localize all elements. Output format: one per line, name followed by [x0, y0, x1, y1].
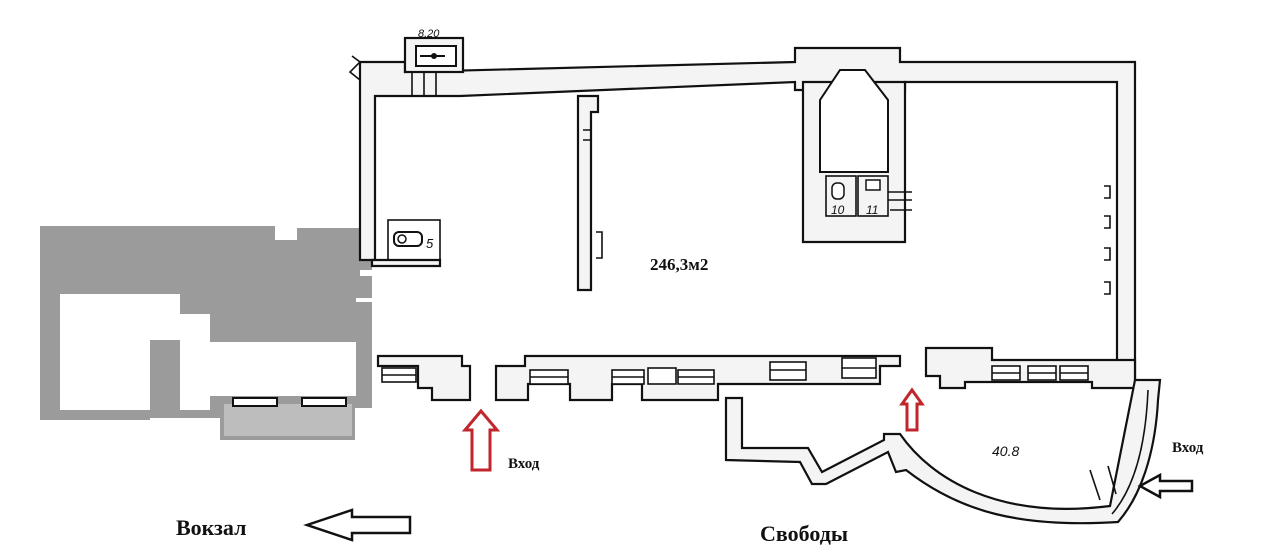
- entrance-label-left: Вход: [508, 456, 540, 472]
- room-11-label: 11: [866, 203, 878, 217]
- direction-arrow-left-icon: [303, 508, 412, 542]
- stair-box: 8.20: [348, 28, 465, 96]
- bay-extension: [724, 378, 1162, 525]
- entrance-arrow-left-icon: [461, 408, 501, 472]
- entrance-label-right: Вход: [1172, 440, 1204, 456]
- stair-dimension: 8.20: [418, 28, 440, 40]
- bay-area-label: 40.8: [992, 443, 1019, 459]
- adjacent-building: [40, 226, 372, 440]
- street-label-svobody: Свободы: [760, 521, 848, 546]
- room-5-label: 5: [426, 236, 434, 251]
- entrance-arrow-right-icon: [899, 387, 925, 432]
- main-area-label: 246,3м2: [650, 255, 708, 274]
- direction-arrow-right-icon: [1137, 472, 1194, 500]
- street-label-vokzal: Вокзал: [176, 515, 246, 540]
- exterior-walls: [358, 46, 1137, 382]
- room-10-label: 10: [831, 203, 845, 217]
- facade-wall: [376, 346, 1137, 402]
